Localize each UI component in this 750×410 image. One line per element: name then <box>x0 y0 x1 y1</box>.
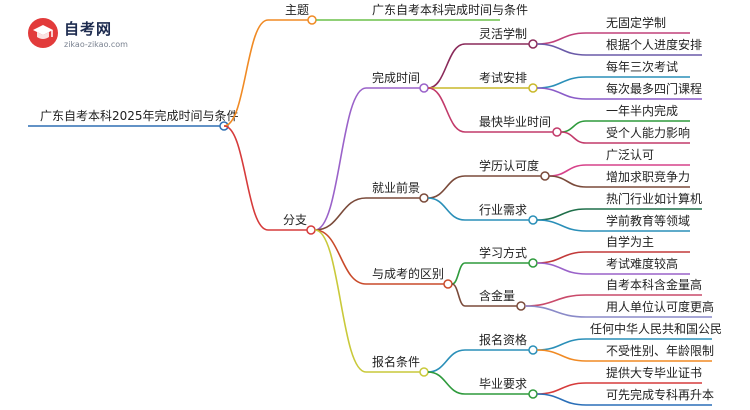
leaf-connector <box>536 219 587 232</box>
subtopic-knob <box>528 215 538 225</box>
leaf-connector <box>536 338 587 351</box>
leaf-connector <box>536 76 587 89</box>
subtopic-label: 含金量 <box>479 288 515 303</box>
leaf-label: 学前教育等领域 <box>606 213 690 228</box>
subtopic-connector <box>427 371 466 395</box>
leaf-connector <box>536 208 587 221</box>
leaf-connector <box>536 251 587 264</box>
subtopic-label: 最快毕业时间 <box>479 115 551 129</box>
branch-label: 分支 <box>283 213 307 227</box>
leaf-label: 广泛认可 <box>606 148 654 162</box>
subtopic-connector <box>451 283 466 307</box>
leaf-connector <box>548 175 587 188</box>
leaf-connector <box>536 382 587 395</box>
leaf-label: 每年三次考试 <box>606 59 678 74</box>
logo-title: 自考网 <box>64 20 113 38</box>
leaf-connector <box>536 393 587 406</box>
branch-connector <box>223 125 269 231</box>
subtopic-knob <box>540 171 550 181</box>
topic-label: 主题 <box>285 3 309 17</box>
leaf-connector <box>524 305 587 318</box>
category-knob <box>419 193 429 203</box>
subtopic-knob <box>528 389 538 399</box>
leaf-label: 用人单位认可度更高 <box>606 299 714 314</box>
category-connector <box>314 229 367 373</box>
branch-knob <box>306 225 316 235</box>
subtopic-label: 学习方式 <box>479 245 527 260</box>
leaf-connector <box>536 87 587 100</box>
subtopic-connector <box>427 349 466 373</box>
leaf-label: 不受性别、年龄限制 <box>606 344 714 358</box>
leaf-label: 任何中华人民共和国公民 <box>590 321 722 336</box>
leaf-label: 可先完成专科再升本 <box>606 387 714 402</box>
topic-knob <box>307 15 317 25</box>
category-label: 完成时间 <box>372 70 420 85</box>
root-label: 广东自考本科2025年完成时间与条件 <box>40 108 239 123</box>
subtopic-knob <box>528 345 538 355</box>
topic-value: 广东自考本科完成时间与条件 <box>372 2 528 17</box>
category-connector <box>314 229 367 285</box>
leaf-label: 无固定学制 <box>606 15 666 30</box>
subtopic-knob <box>528 39 538 49</box>
category-label: 与成考的区别 <box>372 266 444 281</box>
subtopic-label: 学历认可度 <box>479 158 539 173</box>
leaf-connector <box>536 32 587 45</box>
subtopic-knob <box>528 258 538 268</box>
category-knob <box>443 279 453 289</box>
leaf-label: 根据个人进度安排 <box>606 37 702 52</box>
category-connector <box>314 197 367 231</box>
leaf-connector <box>524 294 587 307</box>
logo-url: zikao-zikao.com <box>64 40 128 49</box>
category-label: 报名条件 <box>372 354 420 369</box>
subtopic-connector <box>427 175 466 199</box>
leaf-connector <box>536 43 587 56</box>
category-knob <box>419 83 429 93</box>
leaf-connector <box>536 262 587 275</box>
leaf-label: 自考本科含金量高 <box>606 277 702 292</box>
leaf-label: 提供大专毕业证书 <box>606 365 702 380</box>
subtopic-knob <box>552 127 562 137</box>
subtopic-label: 报名资格 <box>479 332 527 347</box>
leaf-label: 每次最多四门课程 <box>606 81 702 96</box>
subtopic-connector <box>427 87 466 133</box>
graduation-cap-icon <box>28 18 58 48</box>
subtopic-label: 考试安排 <box>479 70 527 85</box>
leaf-connector <box>548 164 587 177</box>
category-label: 就业前景 <box>372 180 420 195</box>
subtopic-label: 毕业要求 <box>479 377 527 391</box>
subtopic-knob <box>516 301 526 311</box>
subtopic-connector <box>427 197 466 221</box>
leaf-label: 考试难度较高 <box>606 256 678 271</box>
category-knob <box>419 367 429 377</box>
leaf-label: 热门行业如计算机 <box>606 191 702 206</box>
topic-connector <box>223 19 269 127</box>
category-connector <box>314 87 367 231</box>
leaf-connector <box>560 120 587 133</box>
leaf-connector <box>560 131 587 144</box>
subtopic-connector <box>451 262 466 285</box>
leaf-label: 增加求职竞争力 <box>606 170 690 184</box>
subtopic-knob <box>528 83 538 93</box>
leaf-connector <box>536 349 587 362</box>
leaf-label: 自学为主 <box>606 234 654 249</box>
subtopic-connector <box>427 43 466 89</box>
leaf-label: 一年半内完成 <box>606 103 678 118</box>
subtopic-label: 灵活学制 <box>479 26 527 41</box>
subtopic-label: 行业需求 <box>479 203 527 217</box>
leaf-label: 受个人能力影响 <box>606 125 690 140</box>
site-logo: 自考网 zikao-zikao.com <box>28 16 138 56</box>
